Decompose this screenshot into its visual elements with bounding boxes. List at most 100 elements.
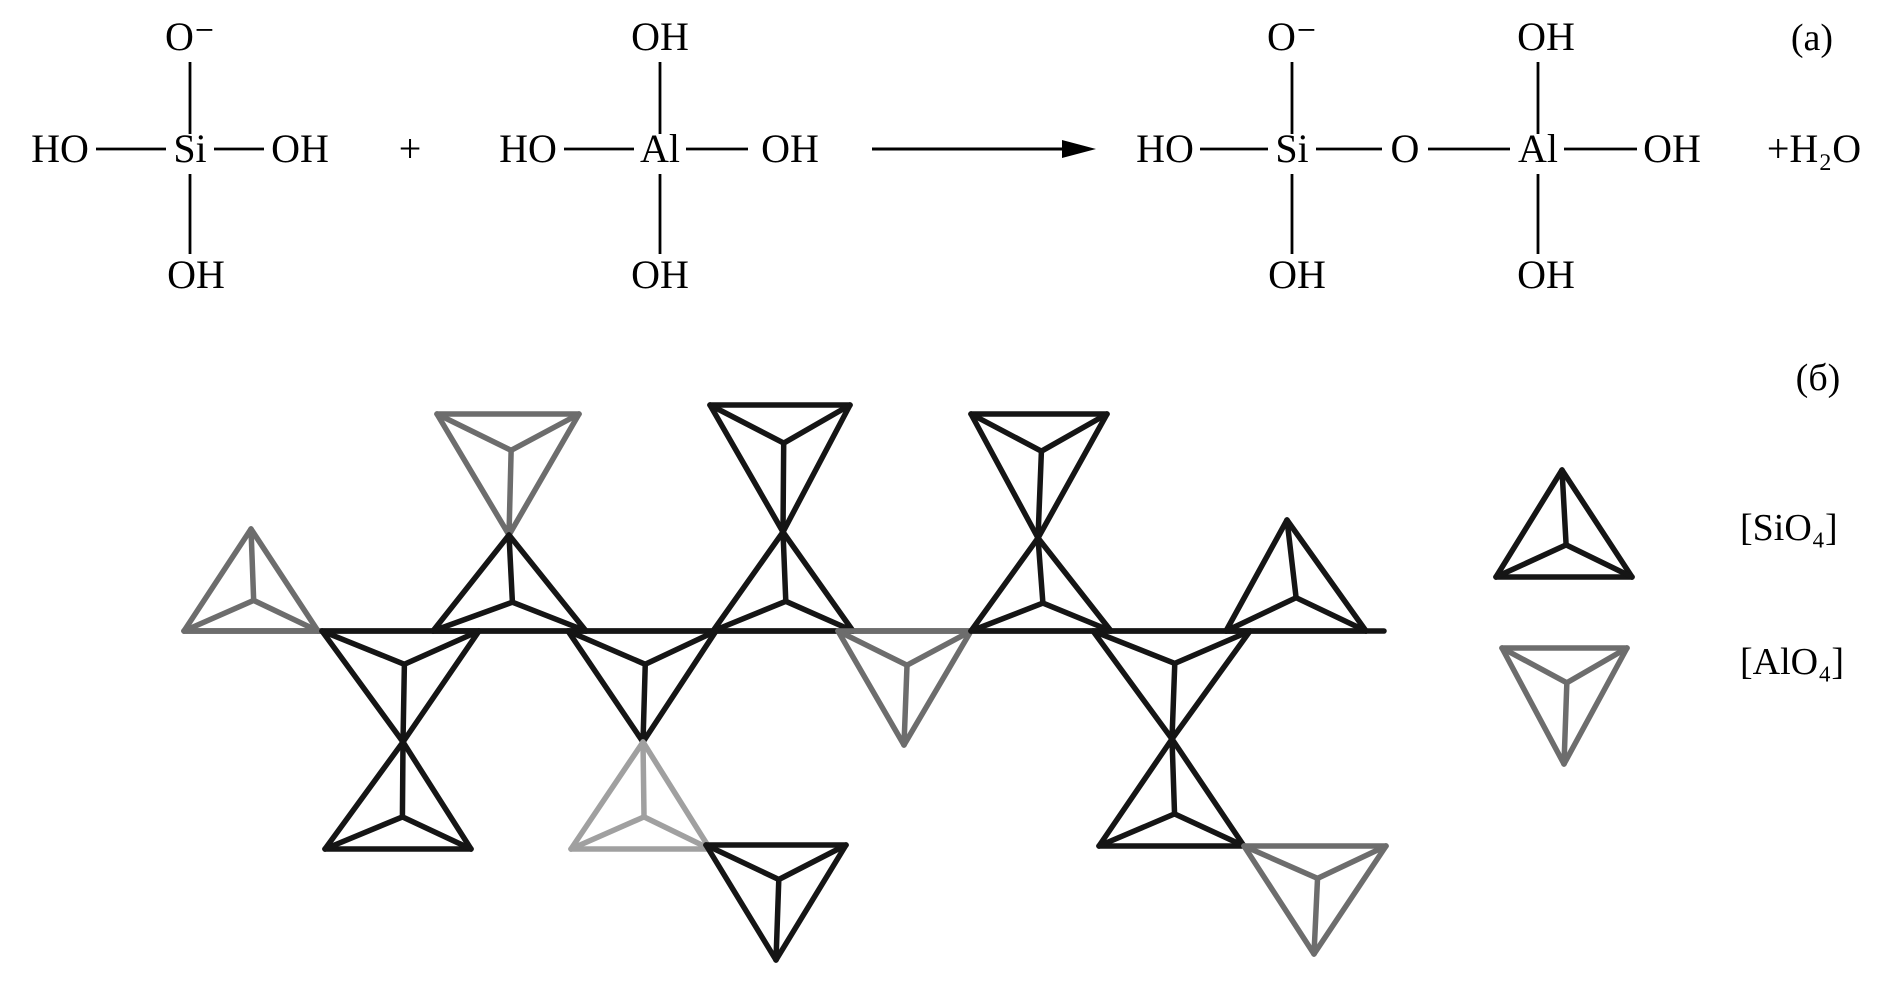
arrow-head bbox=[1062, 140, 1096, 158]
tetrahedron-edge bbox=[780, 402, 853, 446]
reaction-equation: O⁻ HO Si OH OH + OH HO Al OH OH bbox=[31, 14, 1861, 297]
tetrahedron-edge bbox=[1563, 542, 1635, 580]
tetrahedron-edge bbox=[901, 628, 974, 748]
tetrahedron-edge bbox=[400, 661, 408, 745]
tetrahedron-edge bbox=[1241, 843, 1317, 957]
tetrahedron-al-3a bbox=[434, 411, 582, 538]
tetrahedron-edge bbox=[434, 411, 512, 538]
tetrahedron-edge bbox=[640, 739, 713, 852]
tetrahedron-edge bbox=[1035, 448, 1045, 541]
panel-label-a: (а) bbox=[1791, 17, 1833, 59]
tetrahedron-edge bbox=[319, 628, 406, 745]
tetrahedron-edge bbox=[1223, 594, 1299, 634]
tetrahedron-edge bbox=[1284, 517, 1369, 634]
tetrahedron-edge bbox=[1314, 843, 1389, 882]
tetrahedron-edge bbox=[968, 535, 1041, 634]
tetrahedron-edge bbox=[1040, 600, 1114, 634]
tetrahedron-edge bbox=[322, 739, 406, 852]
tetrahedron-edge bbox=[1293, 594, 1369, 634]
tetrahedron-edge bbox=[1493, 467, 1565, 580]
tetrahedron-edge bbox=[1311, 875, 1321, 957]
tetrahedron-edge bbox=[640, 661, 649, 745]
legend-si-label: [SiO₄] bbox=[1740, 507, 1838, 549]
tetrahedron-edge bbox=[1035, 411, 1110, 541]
tetrahedron-edge bbox=[1284, 517, 1299, 601]
tetrahedron-edge bbox=[835, 628, 907, 748]
tetrahedron-edge bbox=[640, 628, 719, 745]
tetrahedron-edge bbox=[1096, 736, 1175, 849]
tetrahedron-edge bbox=[1169, 736, 1178, 817]
tetrahedron-edge bbox=[1241, 843, 1321, 882]
tetrahedron-edge bbox=[1561, 680, 1570, 767]
tetrahedron-edge bbox=[322, 814, 406, 852]
molecule-aluminate: OH HO Al OH OH bbox=[499, 14, 819, 297]
tetrahedron-edge bbox=[1035, 535, 1114, 634]
tetrahedron-edge bbox=[780, 529, 856, 634]
tetrahedron-edge bbox=[707, 402, 787, 446]
tetrahedron-al-left bbox=[181, 526, 321, 634]
tetrahedron-edge bbox=[506, 447, 514, 538]
atom-label-oh: OH bbox=[271, 126, 329, 171]
tetrahedron-edge bbox=[565, 628, 646, 745]
tetrahedron-edge bbox=[773, 876, 782, 963]
tetrahedron-si-7a bbox=[968, 411, 1110, 541]
tetrahedron-edge bbox=[1090, 628, 1175, 742]
tetrahedron-edge bbox=[250, 597, 321, 634]
tetrahedron-edge bbox=[773, 842, 849, 963]
tetrahedron-edge bbox=[506, 532, 516, 605]
tetrahedron-edge bbox=[968, 411, 1041, 541]
tetrahedron-edge bbox=[1223, 517, 1290, 634]
tetrahedron-si-7b bbox=[968, 535, 1114, 634]
tetrahedron-edge bbox=[1096, 811, 1178, 849]
tetrahedron-edge bbox=[780, 529, 789, 605]
tetrahedron-edge bbox=[568, 739, 646, 852]
atom-label-al: Al bbox=[640, 126, 680, 171]
tetrahedron-edge bbox=[641, 814, 713, 852]
atom-label-si: Si bbox=[173, 126, 206, 171]
atom-label-oh: OH bbox=[167, 252, 225, 297]
tetrahedron-edge bbox=[401, 628, 482, 668]
tetrahedron-edge bbox=[780, 440, 787, 535]
legend: [SiO₄] [AlO₄] bbox=[1740, 507, 1844, 683]
tetrahedron-si-3b bbox=[430, 532, 589, 634]
tetrahedron-si-9 bbox=[1223, 517, 1369, 634]
tetrahedron-si-2a bbox=[319, 628, 482, 745]
byproduct-water: +H₂O bbox=[1767, 126, 1861, 171]
tetrahedron-edge bbox=[1171, 811, 1247, 849]
tetrahedron-legend-si bbox=[1493, 467, 1635, 580]
tetrahedron-edge bbox=[400, 628, 482, 745]
tetrahedron-edge bbox=[642, 628, 719, 668]
tetrahedron-edge bbox=[1559, 467, 1635, 580]
tetrahedron-edge bbox=[434, 411, 514, 454]
atom-label-al: Al bbox=[1518, 126, 1558, 171]
tetrahedron-si-8b bbox=[1096, 736, 1247, 849]
tetrahedron-edge bbox=[640, 739, 647, 820]
tetrahedron-edge bbox=[248, 526, 321, 634]
tetrahedron-edge bbox=[1564, 645, 1630, 686]
atom-label-si: Si bbox=[1275, 126, 1308, 171]
tetrahedron-edge bbox=[181, 597, 257, 634]
tetrahedron-edge bbox=[835, 628, 910, 668]
tetrahedron-edge bbox=[1169, 736, 1247, 849]
tetrahedron-edge bbox=[776, 842, 849, 883]
atom-label-o-minus: O⁻ bbox=[165, 14, 215, 59]
tetrahedron-si-4b bbox=[710, 529, 856, 634]
tetrahedron-edge bbox=[1169, 660, 1178, 742]
tetrahedron-edge bbox=[904, 628, 974, 668]
tetrahedron-edge bbox=[1561, 645, 1630, 767]
tetrahedron-edge bbox=[707, 402, 786, 535]
tetrahedron-edge bbox=[565, 628, 649, 668]
tetrahedron-edge bbox=[710, 598, 789, 634]
tetrahedron-edge bbox=[780, 402, 853, 535]
molecule-product: O⁻ HO Si OH O OH Al OH OH bbox=[1136, 14, 1701, 297]
tetrahedron-edge bbox=[901, 662, 910, 748]
tetrahedron-edge bbox=[1035, 535, 1046, 606]
atom-label-oh: OH bbox=[1517, 252, 1575, 297]
tetrahedron-si-2b bbox=[322, 739, 474, 852]
tetrahedron-edge bbox=[399, 814, 474, 852]
tetrahedron-edge bbox=[430, 599, 516, 634]
tetrahedron-si-4a bbox=[707, 402, 853, 535]
atom-label-o-minus: O⁻ bbox=[1267, 14, 1317, 59]
